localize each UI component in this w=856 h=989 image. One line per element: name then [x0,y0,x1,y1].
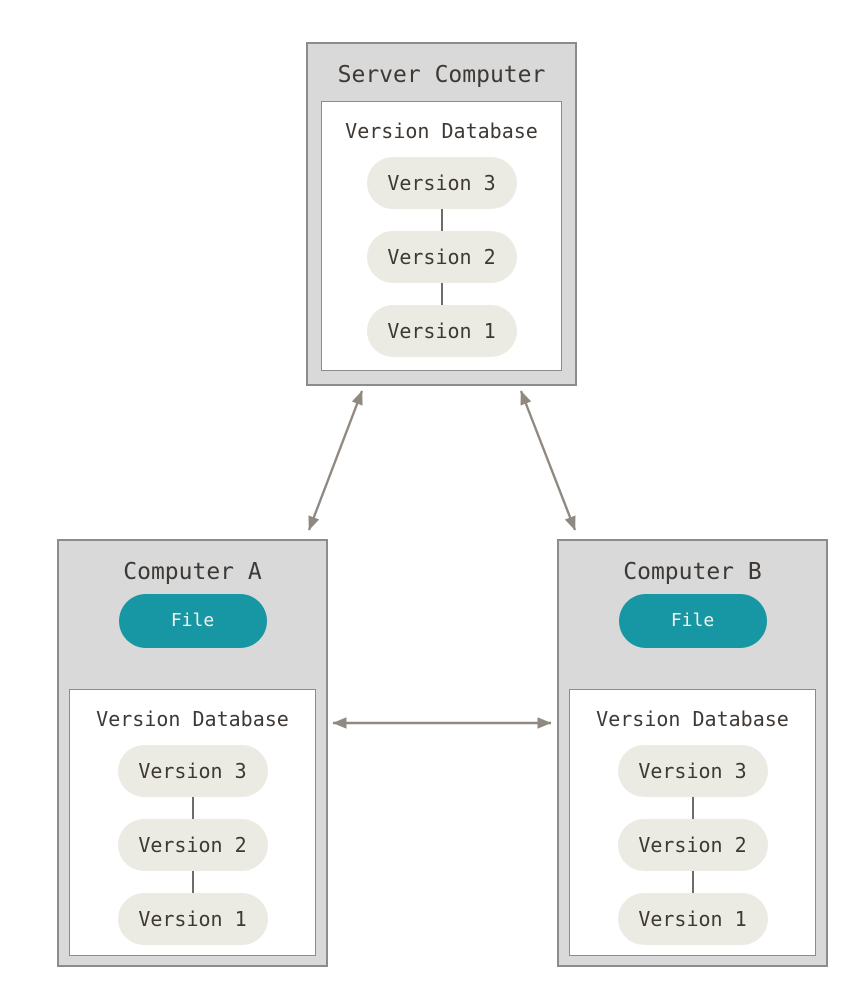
computer-a-title: Computer A [123,559,262,585]
version-database-title: Version Database [96,707,289,731]
version-database-title: Version Database [596,707,789,731]
server-computer-box: Server Computer Version Database Version… [306,42,577,386]
file-pill: File [618,594,767,648]
server-version-database-box: Version Database Version 3 Version 2 Ver… [321,101,562,371]
version-pill: Version 2 [366,231,517,283]
file-pill: File [118,594,267,648]
arrow-server-to-computer-b [519,390,577,531]
arrow-server-to-computer-a [307,390,364,531]
computer-a-version-database-box: Version Database Version 3 Version 2 Ver… [69,689,316,956]
version-database-title: Version Database [345,119,538,143]
computer-a-box: Computer A File Version Database Version… [57,539,328,967]
version-connector-line [440,283,443,305]
version-pill: Version 3 [366,157,517,209]
version-pill: Version 3 [617,745,768,797]
version-connector-line [191,871,194,893]
version-pill: Version 1 [366,305,517,357]
version-pill: Version 1 [617,893,768,945]
version-connector-line [191,797,194,819]
server-computer-title: Server Computer [337,62,546,88]
computer-b-version-database-box: Version Database Version 3 Version 2 Ver… [569,689,816,956]
version-pill: Version 2 [617,819,768,871]
computer-b-box: Computer B File Version Database Version… [557,539,828,967]
version-connector-line [440,209,443,231]
version-pill: Version 2 [117,819,268,871]
version-pill: Version 3 [117,745,268,797]
version-pill: Version 1 [117,893,268,945]
version-connector-line [691,871,694,893]
computer-b-title: Computer B [623,559,762,585]
version-connector-line [691,797,694,819]
